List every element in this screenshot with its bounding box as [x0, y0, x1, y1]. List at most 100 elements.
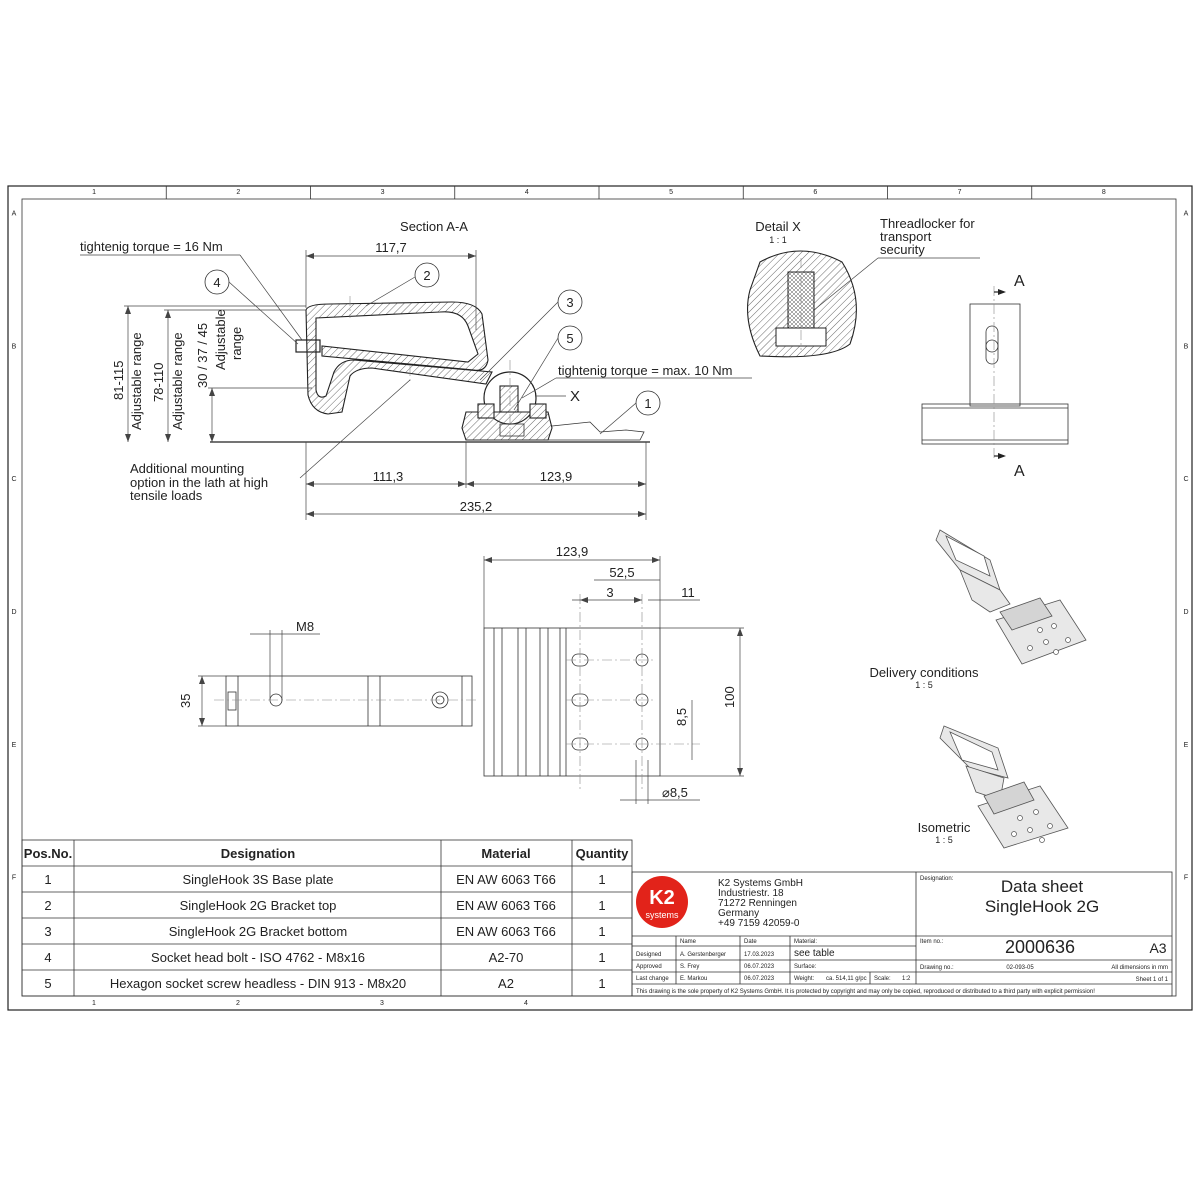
row-label: A [1184, 210, 1189, 217]
dim-hole-diameter: ⌀8,5 [662, 785, 688, 800]
socket-head-bolt [295, 339, 321, 353]
sheet-count: Sheet 1 of 1 [1136, 977, 1169, 983]
row-label: D [1183, 609, 1188, 616]
dim-thread: M8 [296, 619, 314, 634]
row-label: C [1183, 476, 1188, 483]
parts-table-rows: 1 SingleHook 3S Base plate EN AW 6063 T66 1… [44, 872, 605, 991]
dim-total-length: 235,2 [460, 499, 493, 514]
svg-text:Designed: Designed [636, 952, 661, 958]
material-label: Material: [794, 939, 817, 945]
table-cell: Socket head bolt - ISO 4762 - M8x16 [151, 950, 365, 965]
dim-range3-label-a: Adjustable [213, 309, 228, 370]
column-label: 4 [525, 189, 529, 196]
delivery-title: Delivery conditions [869, 665, 979, 680]
table-cell: 1 [598, 950, 605, 965]
copyright-note: This drawing is the sole property of K2 … [636, 989, 1095, 995]
svg-text:06.07.2023: 06.07.2023 [744, 976, 775, 982]
designation-label: Designation: [920, 876, 954, 882]
column-label: 2 [236, 189, 240, 196]
svg-text:4: 4 [524, 1000, 528, 1007]
weight-value: ca. 514,11 g/pc [826, 976, 867, 982]
designation-line-2: SingleHook 2G [985, 897, 1099, 916]
header-pos: Pos.No. [24, 846, 72, 861]
svg-text:5: 5 [566, 331, 573, 346]
torque-mid-note: tightenig torque = max. 10 Nm [558, 363, 733, 378]
column-label: 1 [92, 189, 96, 196]
row-label: E [1184, 742, 1189, 749]
row-label: F [12, 875, 16, 882]
balloon-1: 1 [599, 390, 661, 435]
table-cell: 1 [598, 898, 605, 913]
column-label: 7 [958, 189, 962, 196]
dim-height-right: 100 [722, 686, 737, 708]
mounting-note-line-3: tensile loads [130, 488, 203, 503]
mounting-note-line-2: option in the lath at high [130, 475, 268, 490]
table-cell: 2 [44, 898, 51, 913]
dim-range1-label: Adjustable range [129, 332, 144, 430]
headless-screw [499, 385, 519, 413]
dim-right-length: 123,9 [540, 469, 573, 484]
table-cell: 1 [44, 872, 51, 887]
section-title: Section A-A [400, 219, 468, 234]
column-label: 6 [813, 189, 817, 196]
table-cell: Hexagon socket screw headless - DIN 913 … [110, 976, 406, 991]
row-label: D [11, 609, 16, 616]
sheet-format: A3 [1149, 940, 1166, 956]
row-label: B [12, 343, 17, 350]
delivery-scale: 1 : 5 [915, 680, 933, 690]
dim-top-width: 117,7 [375, 240, 407, 255]
svg-text:1: 1 [92, 1000, 96, 1007]
table-cell: SingleHook 3S Base plate [182, 872, 333, 887]
mounting-note-line-1: Additional mounting [130, 461, 244, 476]
svg-text:K2: K2 [649, 887, 675, 909]
scale-value: 1:2 [902, 976, 911, 982]
material-value: see table [794, 948, 835, 959]
title-block: K2 systems K2 Systems GmbH Industriestr.… [631, 871, 1173, 997]
dim-edge: 11 [681, 585, 695, 600]
table-cell: A2-70 [489, 950, 524, 965]
dim-plate-width: 123,9 [556, 544, 589, 559]
company-line-1: K2 Systems GmbH [718, 878, 803, 889]
table-cell: 5 [44, 976, 51, 991]
svg-text:06.07.2023: 06.07.2023 [744, 964, 775, 970]
section-view-a-a: Section A-A 117,7 tightenig torque = 16 … [80, 219, 752, 520]
dim-hole-spacing: 52,5 [609, 565, 634, 580]
isometric-view: Isometric 1 : 5 [918, 725, 1069, 849]
plate-holes [571, 653, 649, 751]
dimensions-note: All dimensions in mm [1111, 965, 1168, 971]
surface-label: Surface: [794, 964, 817, 970]
row-label: F [1184, 875, 1188, 882]
table-cell: SingleHook 2G Bracket top [180, 898, 337, 913]
company-line-4: Germany [718, 908, 759, 919]
svg-text:4: 4 [213, 275, 220, 290]
table-cell: 1 [598, 872, 605, 887]
detail-x-marker: X [570, 388, 580, 405]
table-cell: EN AW 6063 T66 [456, 898, 556, 913]
balloon-4: 4 [204, 269, 299, 345]
svg-text:Name: Name [680, 939, 697, 945]
company-line-3: 71272 Renningen [718, 898, 797, 909]
balloon-3: 3 [479, 289, 583, 381]
svg-text:E. Markou: E. Markou [680, 976, 707, 982]
dim-range3: 30 / 37 / 45 [195, 323, 210, 388]
svg-text:2: 2 [423, 268, 430, 283]
row-label: B [1184, 343, 1189, 350]
base-plate-plan [483, 627, 661, 777]
svg-text:systems: systems [645, 910, 679, 920]
item-label: Item no.: [920, 939, 944, 945]
dim-pitch: 8,5 [674, 708, 689, 726]
dim-left-length: 111,3 [373, 469, 404, 484]
svg-text:Last change: Last change [636, 976, 669, 982]
dim-height-left: 35 [178, 694, 193, 708]
bracket-top-profile [305, 301, 493, 415]
company-line-5: +49 7159 42059-0 [718, 918, 800, 929]
threadlocker-note-2: transport [880, 229, 932, 244]
drawing-label: Drawing no.: [920, 965, 954, 971]
svg-text:3: 3 [566, 295, 573, 310]
row-label: C [11, 476, 16, 483]
column-label: 5 [669, 189, 673, 196]
delivery-iso-view: Delivery conditions 1 : 5 [869, 529, 1087, 690]
table-cell: EN AW 6063 T66 [456, 872, 556, 887]
svg-text:17.03.2023: 17.03.2023 [744, 952, 775, 958]
